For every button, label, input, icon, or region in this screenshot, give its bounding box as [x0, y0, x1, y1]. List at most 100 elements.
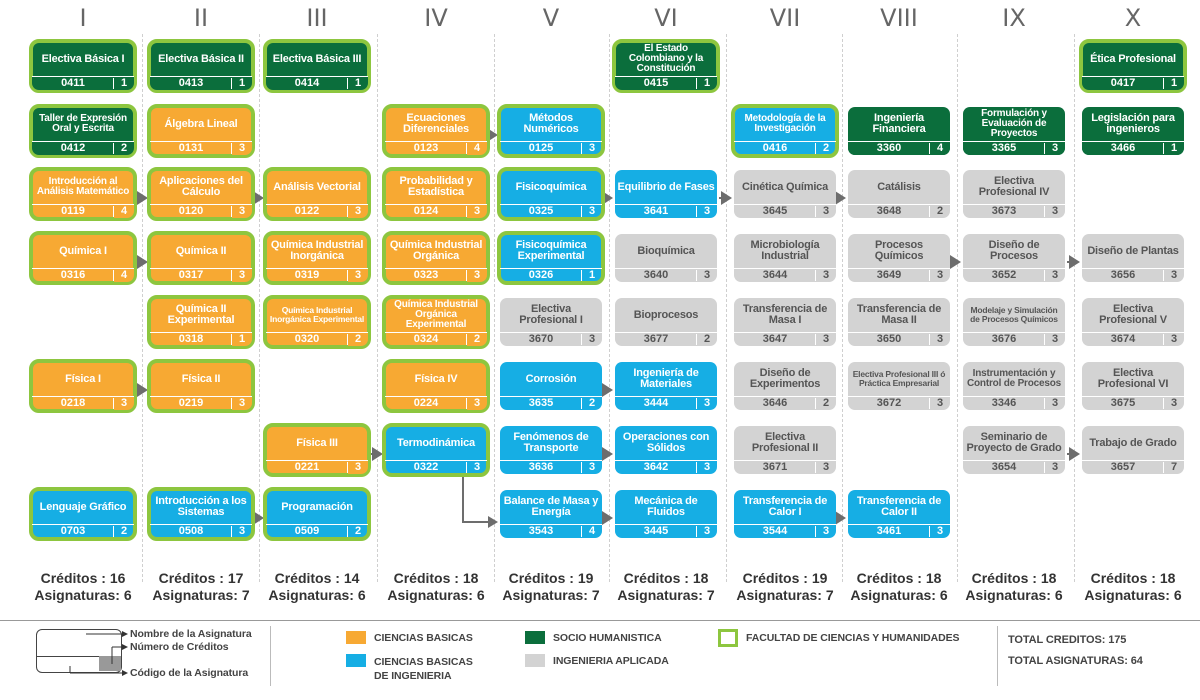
footer-separator — [815, 334, 816, 345]
semester-creditos: Créditos : 18 — [1090, 570, 1176, 586]
course-name: Fenómenos de Transporte — [513, 431, 589, 454]
course-name: Taller de Expresión Oral y Escrita — [39, 113, 127, 134]
course-code: 3645 — [762, 205, 788, 217]
course-card[interactable]: Electiva Profesional III ó Práctica Empr… — [848, 362, 950, 410]
course-card[interactable]: Modelaje y Simulación de Procesos Químic… — [963, 298, 1065, 346]
course-code: 3676 — [991, 333, 1017, 345]
course-card[interactable]: Química Industrial Orgánica Experimental… — [382, 295, 490, 349]
course-credits: 2 — [354, 525, 362, 537]
semester-asignaturas: Asignaturas: 6 — [1084, 587, 1182, 603]
course-credits: 3 — [467, 397, 487, 410]
course-credits: 3 — [467, 269, 487, 282]
semester-asignaturas: Asignaturas: 6 — [850, 587, 948, 603]
course-name: Química Industrial Inorgánica — [270, 239, 364, 262]
course-credits: 3 — [1170, 397, 1178, 409]
course-code: 0508 — [178, 525, 204, 537]
course-code: 3466 — [1110, 142, 1136, 154]
course-name: Modelaje y Simulación de Procesos Químic… — [970, 305, 1058, 324]
course-credits: 3 — [1051, 461, 1059, 473]
course-card[interactable]: Química Industrial Inorgánica Experiment… — [263, 295, 371, 349]
course-name: Electiva Profesional II — [751, 431, 819, 454]
key-pointers — [69, 631, 128, 676]
course-name: Programación — [281, 500, 353, 513]
course-name: Operaciones con Sólidos — [622, 431, 710, 454]
course-name: Análisis Vectorial — [273, 180, 361, 193]
course-credits: 2 — [120, 525, 128, 537]
course-name: Aplicaciones del Cálculo — [159, 175, 243, 198]
course-name: Trabajo de Grado — [1089, 436, 1177, 449]
column-divider — [609, 34, 610, 582]
course-code: 3652 — [991, 269, 1017, 281]
footer-separator — [231, 270, 232, 281]
